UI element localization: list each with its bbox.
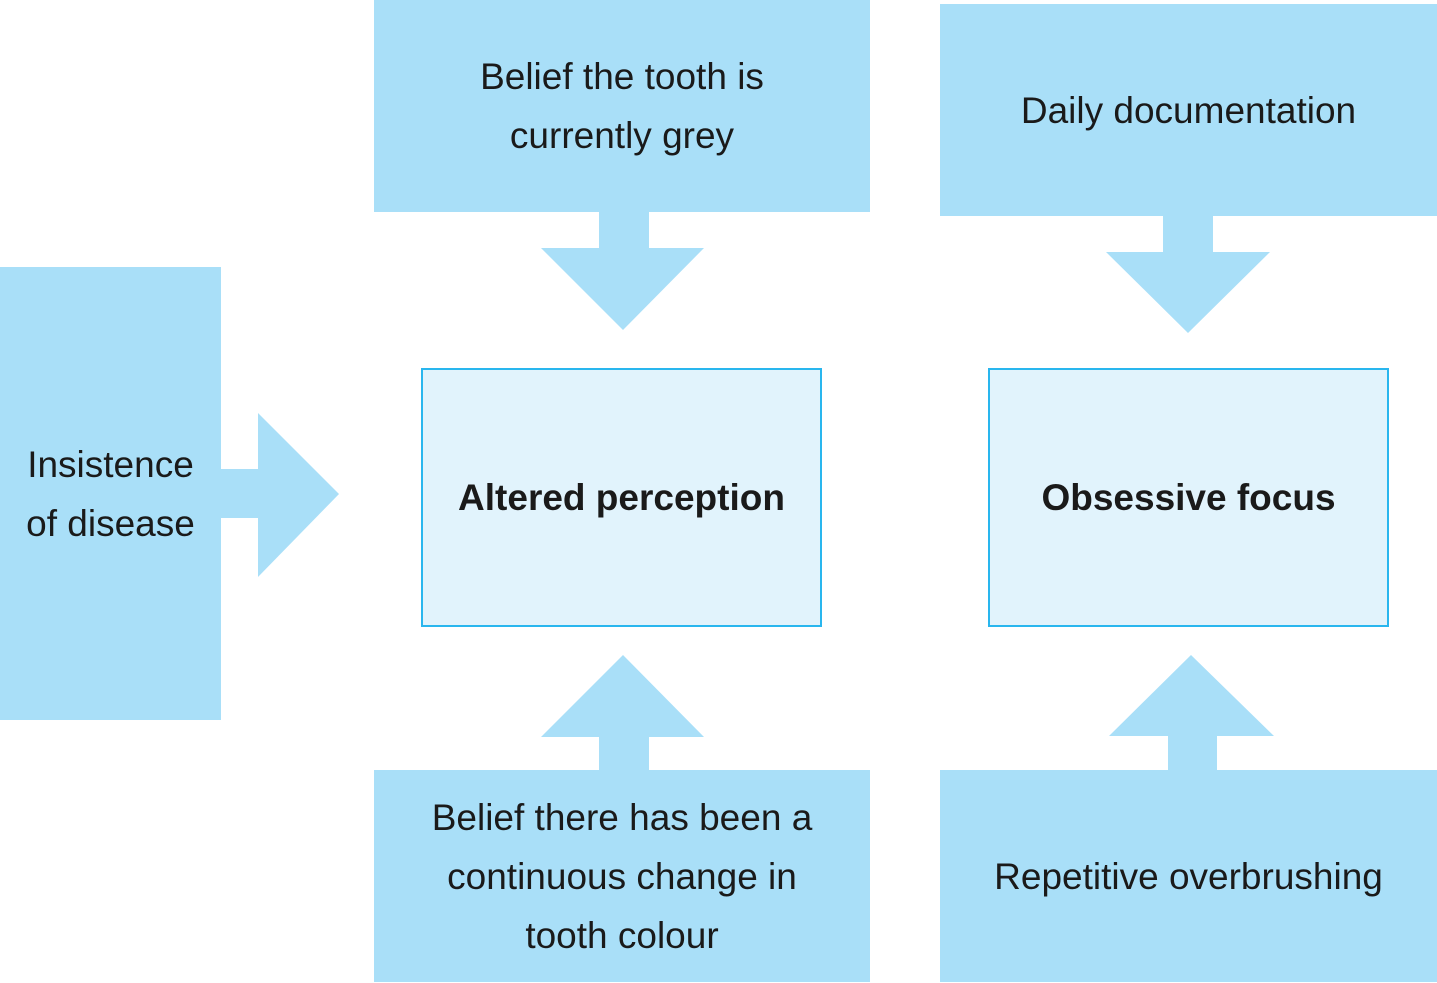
arrow-down-right-cluster: [1106, 216, 1270, 333]
repetitive-overbrushing-label: Repetitive overbrushing: [994, 855, 1383, 897]
arrow-up-left-cluster: [541, 655, 704, 770]
arrow-right-left-cluster: [220, 413, 339, 577]
altered-perception-box: Altered perception: [421, 368, 822, 627]
insistence-of-disease-label: Insistence of disease: [26, 443, 195, 544]
belief-colour-change-label: Belief there has been a continuous chang…: [431, 796, 813, 956]
belief-tooth-grey-box: Belief the tooth is currently grey: [374, 0, 870, 212]
obsessive-focus-box: Obsessive focus: [988, 368, 1389, 627]
belief-tooth-grey-label: Belief the tooth is currently grey: [480, 56, 764, 156]
arrow-up-right-cluster: [1109, 655, 1274, 770]
arrow-down-left-cluster: [541, 212, 704, 330]
repetitive-overbrushing-box: Repetitive overbrushing: [940, 770, 1437, 982]
belief-colour-change-box: Belief there has been a continuous chang…: [374, 770, 870, 982]
daily-documentation-box: Daily documentation: [940, 4, 1437, 216]
daily-documentation-label: Daily documentation: [1020, 89, 1357, 131]
altered-perception-label: Altered perception: [458, 476, 785, 518]
insistence-of-disease-box: Insistence of disease: [0, 267, 221, 720]
obsessive-focus-label: Obsessive focus: [1041, 476, 1336, 518]
